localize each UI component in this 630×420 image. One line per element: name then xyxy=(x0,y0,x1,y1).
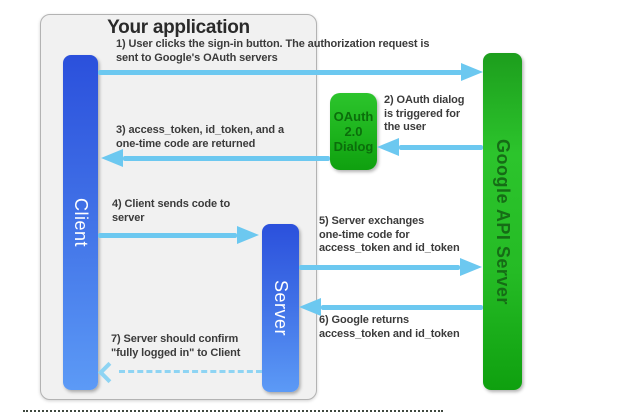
step-3-label: 3) access_token, id_token, and a one-tim… xyxy=(116,124,284,150)
step-4-arrow-line xyxy=(98,233,237,238)
step-2-arrowhead-left-icon xyxy=(377,138,399,156)
step-6-label: 6) Google returns access_token and id_to… xyxy=(319,314,460,340)
google-api-server-lane-label: Google API Server xyxy=(493,138,513,305)
server-lane-label: Server xyxy=(271,279,291,336)
oauth-dialog-box: OAuth 2.0 Dialog xyxy=(330,93,377,170)
step-6-arrowhead-left-icon xyxy=(299,298,321,316)
step-1-label: 1) User clicks the sign-in button. The a… xyxy=(116,38,430,64)
diagram-title: Your application xyxy=(107,17,250,38)
step-5-label: 5) Server exchanges one-time code for ac… xyxy=(319,215,460,254)
google-api-server-lane-bar: Google API Server xyxy=(483,53,522,390)
step-7-label: 7) Server should confirm "fully logged i… xyxy=(111,333,241,359)
step-4-label: 4) Client sends code to server xyxy=(112,198,231,224)
step-5-arrowhead-right-icon xyxy=(460,258,482,276)
step-7-arrow-dashed-line xyxy=(119,370,262,373)
step-5-arrow-line xyxy=(299,265,460,270)
step-4-arrowhead-right-icon xyxy=(237,226,259,244)
client-lane-label: Client xyxy=(71,197,91,248)
step-1-arrow-line xyxy=(98,70,462,75)
client-lane-bar: Client xyxy=(63,55,98,390)
step-3-arrow-line xyxy=(123,156,330,161)
step-3-arrowhead-left-icon xyxy=(101,149,123,167)
server-lane-bar: Server xyxy=(262,224,299,392)
step-1-arrowhead-right-icon xyxy=(461,63,483,81)
step-2-arrow-line xyxy=(399,145,483,150)
step-2-label: 2) OAuth dialog is triggered for the use… xyxy=(384,94,465,133)
step-6-arrow-line xyxy=(321,305,483,310)
bottom-dotted-divider xyxy=(23,410,443,412)
oauth-dialog-label: OAuth 2.0 Dialog xyxy=(333,109,374,154)
